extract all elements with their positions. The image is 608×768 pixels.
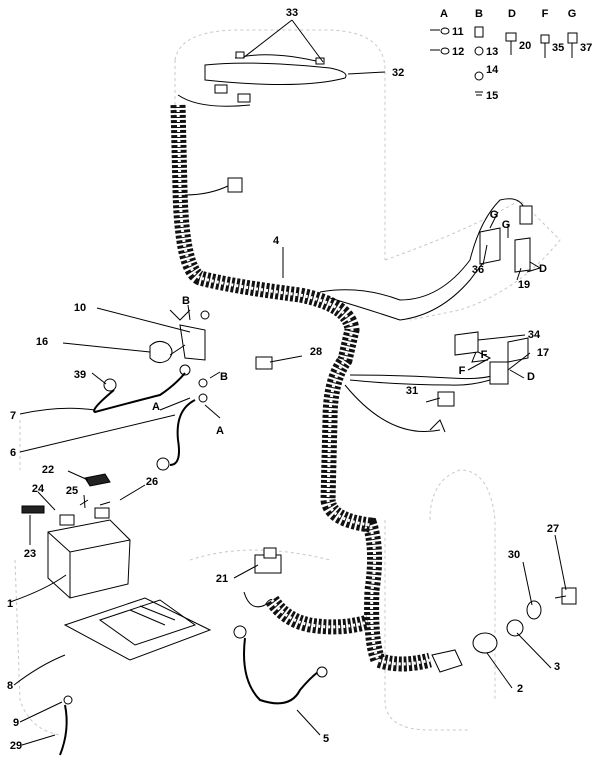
main-wire-harness-coil bbox=[170, 104, 432, 672]
right-harness-branch bbox=[319, 198, 533, 433]
key-b-number-13: 13 bbox=[486, 46, 498, 58]
callout-7: 7 bbox=[10, 410, 16, 422]
battery-terminal-area bbox=[149, 309, 210, 403]
callout-10: 10 bbox=[74, 302, 86, 314]
battery-cable-7 bbox=[93, 372, 186, 414]
callout-21: 21 bbox=[216, 573, 228, 585]
callout-3: 3 bbox=[554, 661, 560, 673]
key-letter-f: F bbox=[542, 8, 549, 20]
callout-29: 29 bbox=[10, 740, 22, 752]
key-b-number-15: 15 bbox=[486, 90, 498, 102]
callout-8: 8 bbox=[7, 680, 13, 692]
callout-30: 30 bbox=[508, 549, 520, 561]
key-letter-d: D bbox=[508, 8, 516, 20]
key-letter-b: B bbox=[475, 8, 483, 20]
key-a-number-12: 12 bbox=[452, 46, 464, 58]
mark-d-1: D bbox=[539, 263, 547, 275]
ignition-switch-parts bbox=[431, 587, 577, 673]
callout-36: 36 bbox=[472, 264, 484, 276]
callout-6: 6 bbox=[10, 447, 16, 459]
mark-g-1: G bbox=[490, 209, 499, 221]
battery-cable-6 bbox=[156, 399, 196, 471]
key-b-number-14: 14 bbox=[486, 64, 499, 76]
letter-reference-key: A 11 12 B 13 14 15 D 20 F 35 G 37 bbox=[440, 8, 592, 102]
hardware-key-icons bbox=[440, 26, 578, 96]
mark-a-right: A bbox=[216, 425, 224, 437]
callout-16: 16 bbox=[36, 336, 48, 348]
callout-1: 1 bbox=[7, 598, 13, 610]
cable-5 bbox=[233, 625, 328, 705]
leader-lines bbox=[9, 19, 567, 746]
mark-b-low: B bbox=[220, 371, 228, 383]
connector-21 bbox=[243, 547, 282, 608]
callout-26: 26 bbox=[146, 476, 158, 488]
mark-d-2: D bbox=[527, 371, 535, 383]
callout-31: 31 bbox=[406, 385, 418, 397]
mark-f-1: F bbox=[481, 349, 488, 361]
callout-23: 23 bbox=[24, 548, 36, 560]
callout-32: 32 bbox=[392, 67, 404, 79]
callout-27: 27 bbox=[547, 523, 559, 535]
callout-19: 19 bbox=[518, 279, 530, 291]
callout-34: 34 bbox=[528, 329, 541, 341]
mark-f-2: F bbox=[459, 365, 466, 377]
callout-5: 5 bbox=[323, 733, 329, 745]
battery bbox=[21, 473, 131, 599]
callout-22: 22 bbox=[42, 464, 54, 476]
tractor-body-ghost-outline bbox=[14, 29, 561, 736]
callout-33: 33 bbox=[286, 7, 298, 19]
mark-b-top: B bbox=[182, 295, 190, 307]
part-callouts: 33 32 4 10 16 39 7 6 22 24 25 26 23 1 8 … bbox=[7, 7, 560, 752]
callout-4: 4 bbox=[273, 235, 280, 247]
key-g-number-37: 37 bbox=[580, 42, 592, 54]
key-d-number-20: 20 bbox=[519, 40, 531, 52]
mark-g-2: G bbox=[502, 219, 511, 231]
callout-25: 25 bbox=[66, 485, 78, 497]
bracket-and-connectors bbox=[255, 227, 531, 407]
callout-17: 17 bbox=[537, 347, 549, 359]
key-letter-a: A bbox=[440, 8, 448, 20]
battery-tray bbox=[59, 597, 212, 756]
callout-24: 24 bbox=[32, 483, 45, 495]
key-letter-g: G bbox=[568, 8, 577, 20]
mark-a-left: A bbox=[152, 401, 160, 413]
callout-9: 9 bbox=[13, 717, 19, 729]
key-f-number-35: 35 bbox=[552, 42, 564, 54]
callout-2: 2 bbox=[517, 683, 523, 695]
upper-harness-leads bbox=[177, 51, 347, 196]
callout-39: 39 bbox=[74, 369, 86, 381]
letter-marks: B B A A G G D F F D bbox=[152, 209, 547, 437]
callout-28: 28 bbox=[310, 346, 322, 358]
key-a-number-11: 11 bbox=[452, 26, 464, 38]
